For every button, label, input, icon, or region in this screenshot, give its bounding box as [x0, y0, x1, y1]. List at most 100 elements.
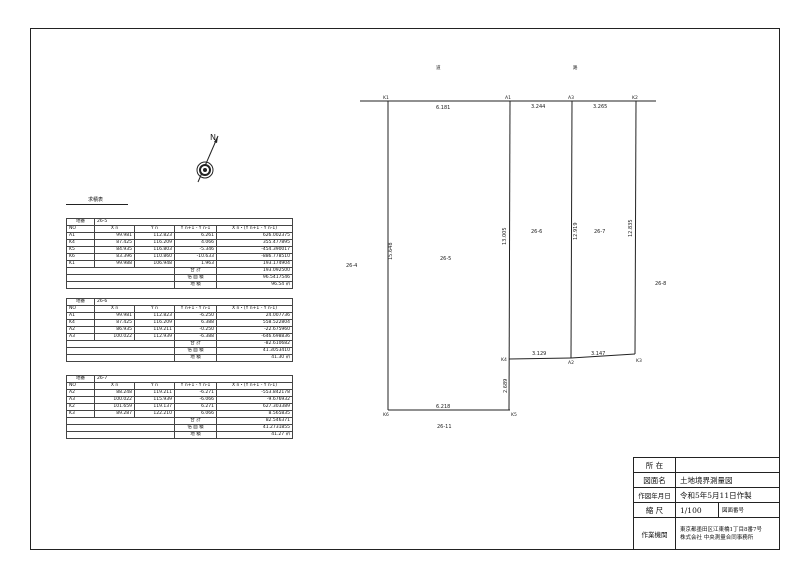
lot-header-value: 26-7 [93, 375, 294, 383]
lot-label-east: 26-8 [655, 281, 666, 287]
author-info: 東京都墨田区江東橋1丁目8番7号 株式会社 中央測量合同事務所 [680, 518, 762, 549]
lot-header-label: 地番 [66, 375, 95, 383]
lot-label-west: 26-4 [346, 263, 357, 269]
header-no: NO [66, 225, 95, 233]
distance-k6-k5: 6.218 [436, 404, 450, 410]
drawing-row: 図面名 土地境界測量図 [634, 473, 779, 488]
road-label-1: 道 [436, 64, 441, 71]
point-a2: A2 [568, 360, 574, 366]
author-company: 株式会社 中央測量合同事務所 [680, 534, 754, 541]
north-arrow-icon: N [196, 133, 219, 183]
distance-a3-a2: 12.919 [573, 223, 579, 241]
distance-k4-k5: 2.689 [503, 379, 509, 393]
header-x: X n [94, 305, 135, 313]
distance-a1-a3: 3.244 [531, 104, 545, 110]
drawing-value: 土地境界測量図 [680, 475, 733, 485]
point-a1: A1 [505, 95, 511, 101]
header-dy: Y n+1 - Y n-1 [174, 225, 217, 233]
header-product: X n・(Y n+1 - Y n-1) [215, 225, 294, 233]
lot-label-south: 26-11 [437, 424, 452, 430]
header-x: X n [94, 225, 135, 233]
distance-a2-k3: 3.147 [591, 351, 605, 357]
table-header-row: NO X n Y n Y n+1 - Y n-1 X n・(Y n+1 - Y … [66, 382, 294, 390]
distance-a3-k2: 3.265 [593, 104, 607, 110]
distance-k4-a2: 3.129 [532, 351, 546, 357]
header-no: NO [66, 382, 95, 390]
distance-k1-k6: 15.648 [388, 243, 394, 261]
date-row: 作図年月日 令和5年5月11日作製 [634, 488, 779, 503]
header-product: X n・(Y n+1 - Y n-1) [215, 382, 294, 390]
boundary-a1-k5 [508, 100, 511, 411]
point-k3: K3 [636, 358, 642, 364]
distance-k1-a1: 6.181 [436, 105, 450, 111]
sum-row: 合 計-82.610682 [66, 340, 294, 348]
table-header-row: NO X n Y n Y n+1 - Y n-1 X n・(Y n+1 - Y … [66, 225, 294, 233]
header-dy: Y n+1 - Y n-1 [174, 305, 217, 313]
header-y: Y n [134, 382, 175, 390]
header-no: NO [66, 305, 95, 313]
drawing-label: 図面名 [634, 473, 676, 487]
distance-k2-k3: 12.835 [628, 220, 634, 238]
point-k5: K5 [511, 412, 517, 418]
distance-a1-k4: 13.005 [502, 228, 508, 246]
lot-label-main: 26-5 [440, 256, 451, 262]
point-k1: K1 [383, 95, 389, 101]
header-y: Y n [134, 305, 175, 313]
scale-value: 1/100 [680, 505, 702, 515]
lot-label-b: 26-7 [594, 229, 605, 235]
header-product: X n・(Y n+1 - Y n-1) [215, 305, 294, 313]
north-label: N [210, 133, 216, 142]
road-label-2: 路 [573, 64, 578, 71]
area-table-title: 求積表 [88, 197, 104, 203]
point-k4: K4 [501, 357, 507, 363]
scale-row: 縮 尺 1/100 図面番号 [634, 503, 779, 518]
point-k2: K2 [632, 95, 638, 101]
scale-label: 縮 尺 [634, 503, 676, 517]
lot-header-value: 26-6 [93, 298, 294, 306]
title-block: 所 在 図面名 土地境界測量図 作図年月日 令和5年5月11日作製 縮 尺 1/… [633, 457, 780, 550]
lot-header-value: 26-5 [93, 218, 294, 226]
header-x: X n [94, 382, 135, 390]
author-row: 作業機関 東京都墨田区江東橋1丁目8番7号 株式会社 中央測量合同事務所 [634, 518, 779, 549]
point-k6: K6 [383, 412, 389, 418]
author-address: 東京都墨田区江東橋1丁目8番7号 [680, 526, 762, 533]
boundary-a3-a2 [570, 100, 573, 359]
location-row: 所 在 [634, 458, 779, 473]
table-header-row: NO X n Y n Y n+1 - Y n-1 X n・(Y n+1 - Y … [66, 305, 294, 313]
lot-header-label: 地番 [66, 218, 95, 226]
boundary-a2-k3 [570, 353, 636, 359]
lot-header-label: 地番 [66, 298, 95, 306]
header-y: Y n [134, 225, 175, 233]
drawing-frame [30, 28, 780, 550]
date-value: 令和5年5月11日作製 [680, 490, 752, 500]
area-title-underline [66, 204, 128, 205]
drawing-no-label: 図面番号 [718, 503, 780, 517]
point-a3: A3 [568, 95, 574, 101]
boundary-k4-a2 [508, 357, 572, 360]
